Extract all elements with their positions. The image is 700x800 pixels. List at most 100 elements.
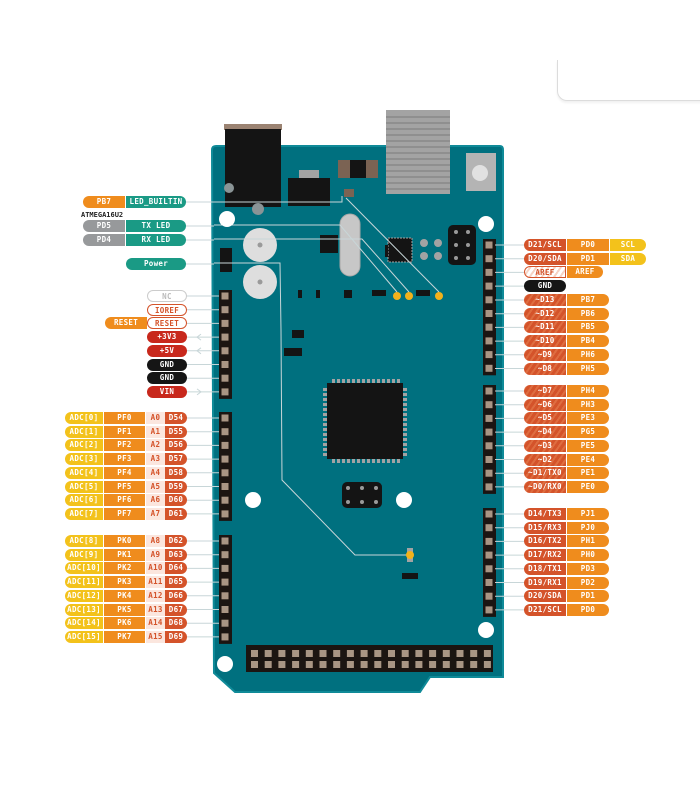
header-pin (442, 650, 450, 657)
label-analog-pin: A9 (146, 548, 165, 561)
label-digital-pin: ~D5 (524, 412, 566, 425)
atmega2560-chip (327, 383, 403, 459)
header-pin (415, 661, 423, 668)
label-digital-pin: D57 (165, 453, 187, 466)
label-port: PH0 (567, 549, 609, 562)
header-pin (221, 414, 229, 422)
label-analog-pin: A15 (146, 630, 165, 643)
header-pin (221, 578, 229, 586)
power-pin-gnd: GND (147, 372, 187, 385)
label-port: PE3 (567, 412, 609, 425)
label-port: PF4 (104, 466, 145, 479)
header-pin (251, 650, 258, 657)
label-digital-pin: D55 (165, 425, 187, 438)
header-pin (388, 650, 395, 657)
header-pin (292, 650, 300, 657)
label-adc: ADC[12] (65, 589, 103, 602)
label-port: PK4 (104, 589, 145, 602)
header-pin (221, 306, 229, 314)
header-pin (319, 661, 327, 668)
header-pin (374, 661, 382, 668)
label-digital-pin: D56 (165, 439, 187, 452)
arrow-in-icon (196, 347, 202, 355)
label-adc: ADC[3] (65, 453, 103, 466)
header-pin (485, 565, 493, 573)
label-digital-pin: D15/RX3 (524, 521, 566, 534)
label-digital-pin: ~D0/RX0 (524, 480, 566, 493)
mounting-hole (245, 492, 261, 508)
led-power (406, 551, 414, 559)
power-pin-ioref: IOREF (147, 303, 187, 316)
header-pin (221, 606, 229, 613)
header-pin (221, 388, 229, 396)
label-digital-pin: D69 (165, 630, 187, 643)
header-pin (221, 347, 229, 355)
arrow-in-icon (196, 333, 202, 341)
header-pin (305, 661, 313, 668)
label-port: PB5 (567, 321, 609, 334)
header-pin (221, 441, 229, 449)
power-pin-5v: +5V (147, 344, 187, 357)
led-l (435, 292, 443, 300)
label-digital-pin: ~D8 (524, 362, 566, 375)
label-digital-pin: ~D11 (524, 321, 566, 334)
header-pin (221, 633, 229, 641)
dc-jack-cap (224, 124, 282, 130)
label-digital-pin: D67 (165, 603, 187, 616)
label-analog-pin: A6 (146, 494, 165, 507)
label-gnd: GND (524, 280, 566, 293)
header-pin (485, 579, 493, 586)
header-pin (485, 364, 493, 372)
label-analog-pin: A3 (146, 453, 165, 466)
label-port: PH6 (567, 348, 609, 361)
label-digital-pin: D60 (165, 494, 187, 507)
icsp-header-usb (448, 225, 476, 265)
power-pin-reset: RESET (147, 317, 187, 330)
label-port: PF5 (104, 480, 145, 493)
header-pin (485, 337, 493, 345)
label-adc: ADC[4] (65, 466, 103, 479)
label-analog-pin: A7 (146, 507, 165, 520)
label-port: PH1 (567, 535, 609, 548)
header-pin (221, 361, 229, 368)
header-pin (485, 442, 493, 450)
header-pin (485, 310, 493, 317)
header-pin (485, 241, 493, 249)
label-digital-pin: D59 (165, 480, 187, 493)
mounting-hole (396, 492, 412, 508)
led-rx (405, 292, 413, 300)
label-digital-pin: ~D4 (524, 426, 566, 439)
header-pin (485, 255, 493, 263)
label-adc: ADC[15] (65, 630, 103, 643)
label-port: PK1 (104, 548, 145, 561)
label-port: PJ1 (567, 508, 609, 520)
header-pin (485, 551, 493, 559)
header-pin (360, 661, 368, 668)
label-digital-pin: ~D2 (524, 453, 566, 466)
header-pin (485, 323, 493, 331)
label-analog-pin: A5 (146, 480, 165, 493)
label-aref-pin: AREF (524, 266, 566, 279)
label-adc: ADC[13] (65, 603, 103, 616)
label-analog-pin: A2 (146, 439, 165, 452)
header-pin (221, 428, 229, 436)
label-port: PG5 (567, 426, 609, 439)
label-port: PF1 (104, 425, 145, 438)
label-digital-pin: ~D7 (524, 385, 566, 397)
header-pin (346, 650, 354, 657)
label-digital-pin: ~D1/TX0 (524, 467, 566, 480)
label-digital-pin: D66 (165, 589, 187, 602)
label-function: SCL (610, 239, 646, 251)
label-digital-pin: D61 (165, 507, 187, 520)
label-analog-pin: A4 (146, 466, 165, 479)
double-row-header (246, 645, 493, 672)
power-pin-vin: VIN (147, 385, 187, 398)
label-digital-pin: D54 (165, 412, 187, 424)
reset-button-cap (472, 165, 488, 181)
header-pin (485, 282, 493, 290)
header-pin (333, 650, 341, 657)
header-pin (221, 374, 229, 382)
label-digital-pin: D63 (165, 548, 187, 561)
